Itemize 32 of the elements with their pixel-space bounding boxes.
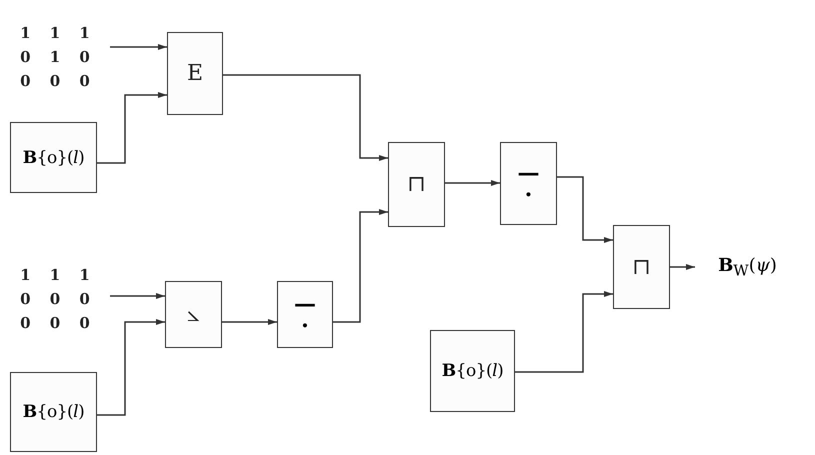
operator-box bbox=[277, 281, 333, 348]
arrow bbox=[557, 176, 613, 243]
operator-box bbox=[388, 142, 445, 227]
operator-box bbox=[167, 32, 223, 115]
operator-symbol: — · bbox=[294, 292, 316, 336]
operator-box bbox=[165, 281, 222, 348]
operator-symbol: ⊓ bbox=[407, 172, 426, 197]
operator-box bbox=[613, 225, 670, 309]
operator-box bbox=[500, 142, 557, 225]
operator-symbol: ⦣ bbox=[187, 302, 200, 327]
arrow bbox=[223, 74, 388, 161]
arrow bbox=[445, 180, 500, 186]
output-symbol: B$_{W}$(ψ) bbox=[718, 254, 777, 280]
operator-symbol: E bbox=[186, 61, 204, 86]
arrow bbox=[222, 319, 277, 325]
operator-symbol: — · bbox=[518, 162, 540, 206]
arrow bbox=[110, 44, 167, 50]
operator-symbol: ⊓ bbox=[632, 254, 651, 280]
matrix-text: 1 1 1 0 1 0 0 0 0 bbox=[19, 23, 91, 92]
arrow bbox=[333, 209, 388, 323]
set-symbol: B{o}(l) bbox=[22, 402, 84, 422]
set-symbol: B{o}(l) bbox=[22, 148, 84, 168]
input-box bbox=[10, 372, 97, 452]
arrow bbox=[110, 293, 165, 299]
arrow bbox=[515, 291, 613, 373]
arrow bbox=[670, 264, 695, 270]
arrow bbox=[97, 92, 167, 164]
input-box bbox=[430, 330, 515, 412]
set-symbol: B{o}(l) bbox=[442, 361, 504, 381]
arrow bbox=[97, 319, 165, 416]
matrix-text: 1 1 1 0 0 0 0 0 0 bbox=[19, 265, 91, 334]
input-box bbox=[10, 122, 97, 193]
